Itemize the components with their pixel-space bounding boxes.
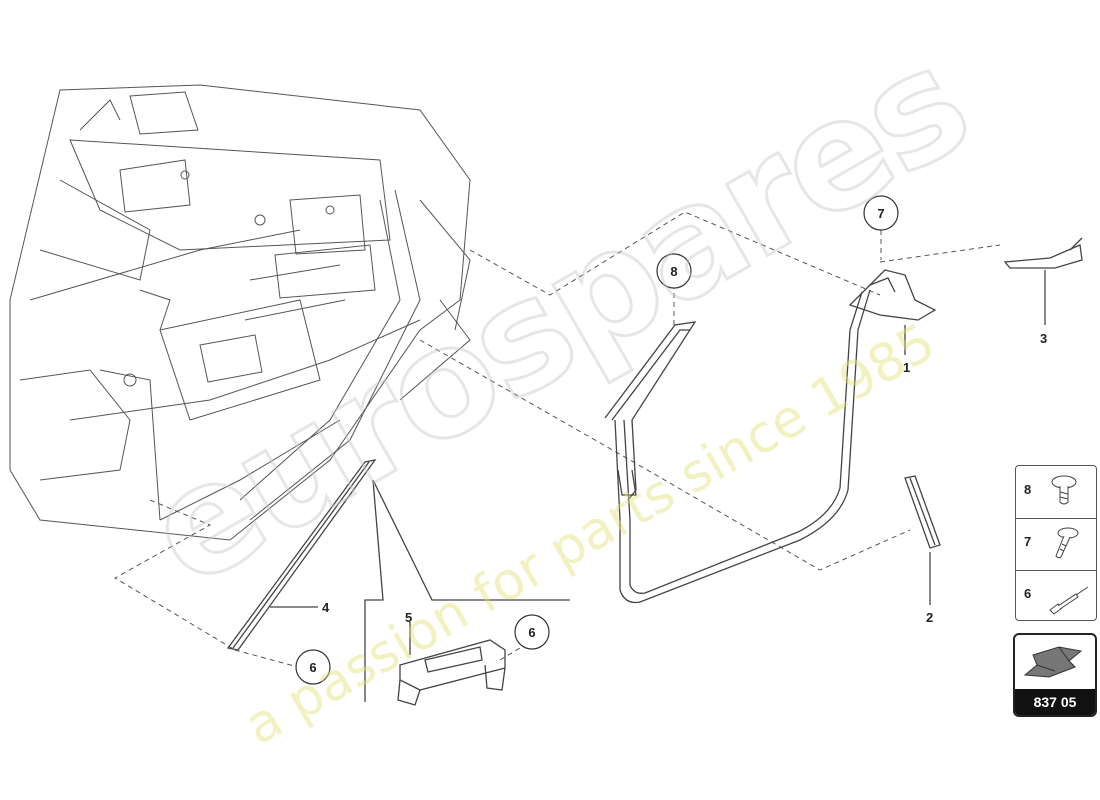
flange-screw-icon bbox=[1055, 527, 1079, 559]
part-label-1: 1 bbox=[903, 360, 910, 375]
callout-bubble-7-label: 7 bbox=[877, 206, 884, 221]
callout-bubble-8: 8 bbox=[656, 253, 692, 289]
part-3-trim-piece bbox=[1003, 237, 1083, 325]
part-label-3: 3 bbox=[1040, 331, 1047, 346]
part-5-bracket bbox=[397, 622, 506, 706]
detail-inset-frame bbox=[364, 479, 570, 702]
leader-lines bbox=[114, 211, 1001, 668]
callout-bubble-6-right-label: 6 bbox=[528, 625, 535, 640]
callout-bubble-6-left: 6 bbox=[295, 649, 331, 685]
part-4-sill-strip bbox=[226, 459, 377, 651]
direction-arrow-icon bbox=[1023, 646, 1083, 678]
part-1-door-seal bbox=[614, 269, 937, 604]
flange-screw-icon bbox=[1051, 475, 1077, 505]
legend-row-7: 7 bbox=[1016, 518, 1096, 571]
part-label-5: 5 bbox=[405, 610, 412, 625]
legend-row-8: 8 bbox=[1016, 466, 1096, 519]
part-2-trim-strip bbox=[904, 475, 941, 605]
page-reference-label: 837 05 bbox=[1015, 689, 1095, 715]
callout-bubble-7: 7 bbox=[863, 195, 899, 231]
page-reference: 837 05 bbox=[1013, 633, 1097, 717]
legend-row-8-number: 8 bbox=[1024, 482, 1032, 497]
legend-row-6-number: 6 bbox=[1024, 586, 1032, 601]
callout-bubble-6-right: 6 bbox=[514, 614, 550, 650]
callout-bubble-8-label: 8 bbox=[670, 264, 677, 279]
callout-bubble-6-left-label: 6 bbox=[309, 660, 316, 675]
vehicle-body-structure bbox=[9, 84, 471, 541]
part-label-4: 4 bbox=[322, 600, 330, 615]
blind-rivet-icon bbox=[1049, 586, 1089, 615]
legend-row-7-number: 7 bbox=[1024, 534, 1032, 549]
part-label-2: 2 bbox=[926, 610, 933, 625]
legend-row-6: 6 bbox=[1016, 570, 1096, 622]
part-number-labels: 1 2 3 4 5 bbox=[322, 331, 1047, 625]
fastener-legend: 8 7 6 bbox=[1015, 465, 1097, 621]
part-8-seal-strip bbox=[604, 321, 697, 501]
